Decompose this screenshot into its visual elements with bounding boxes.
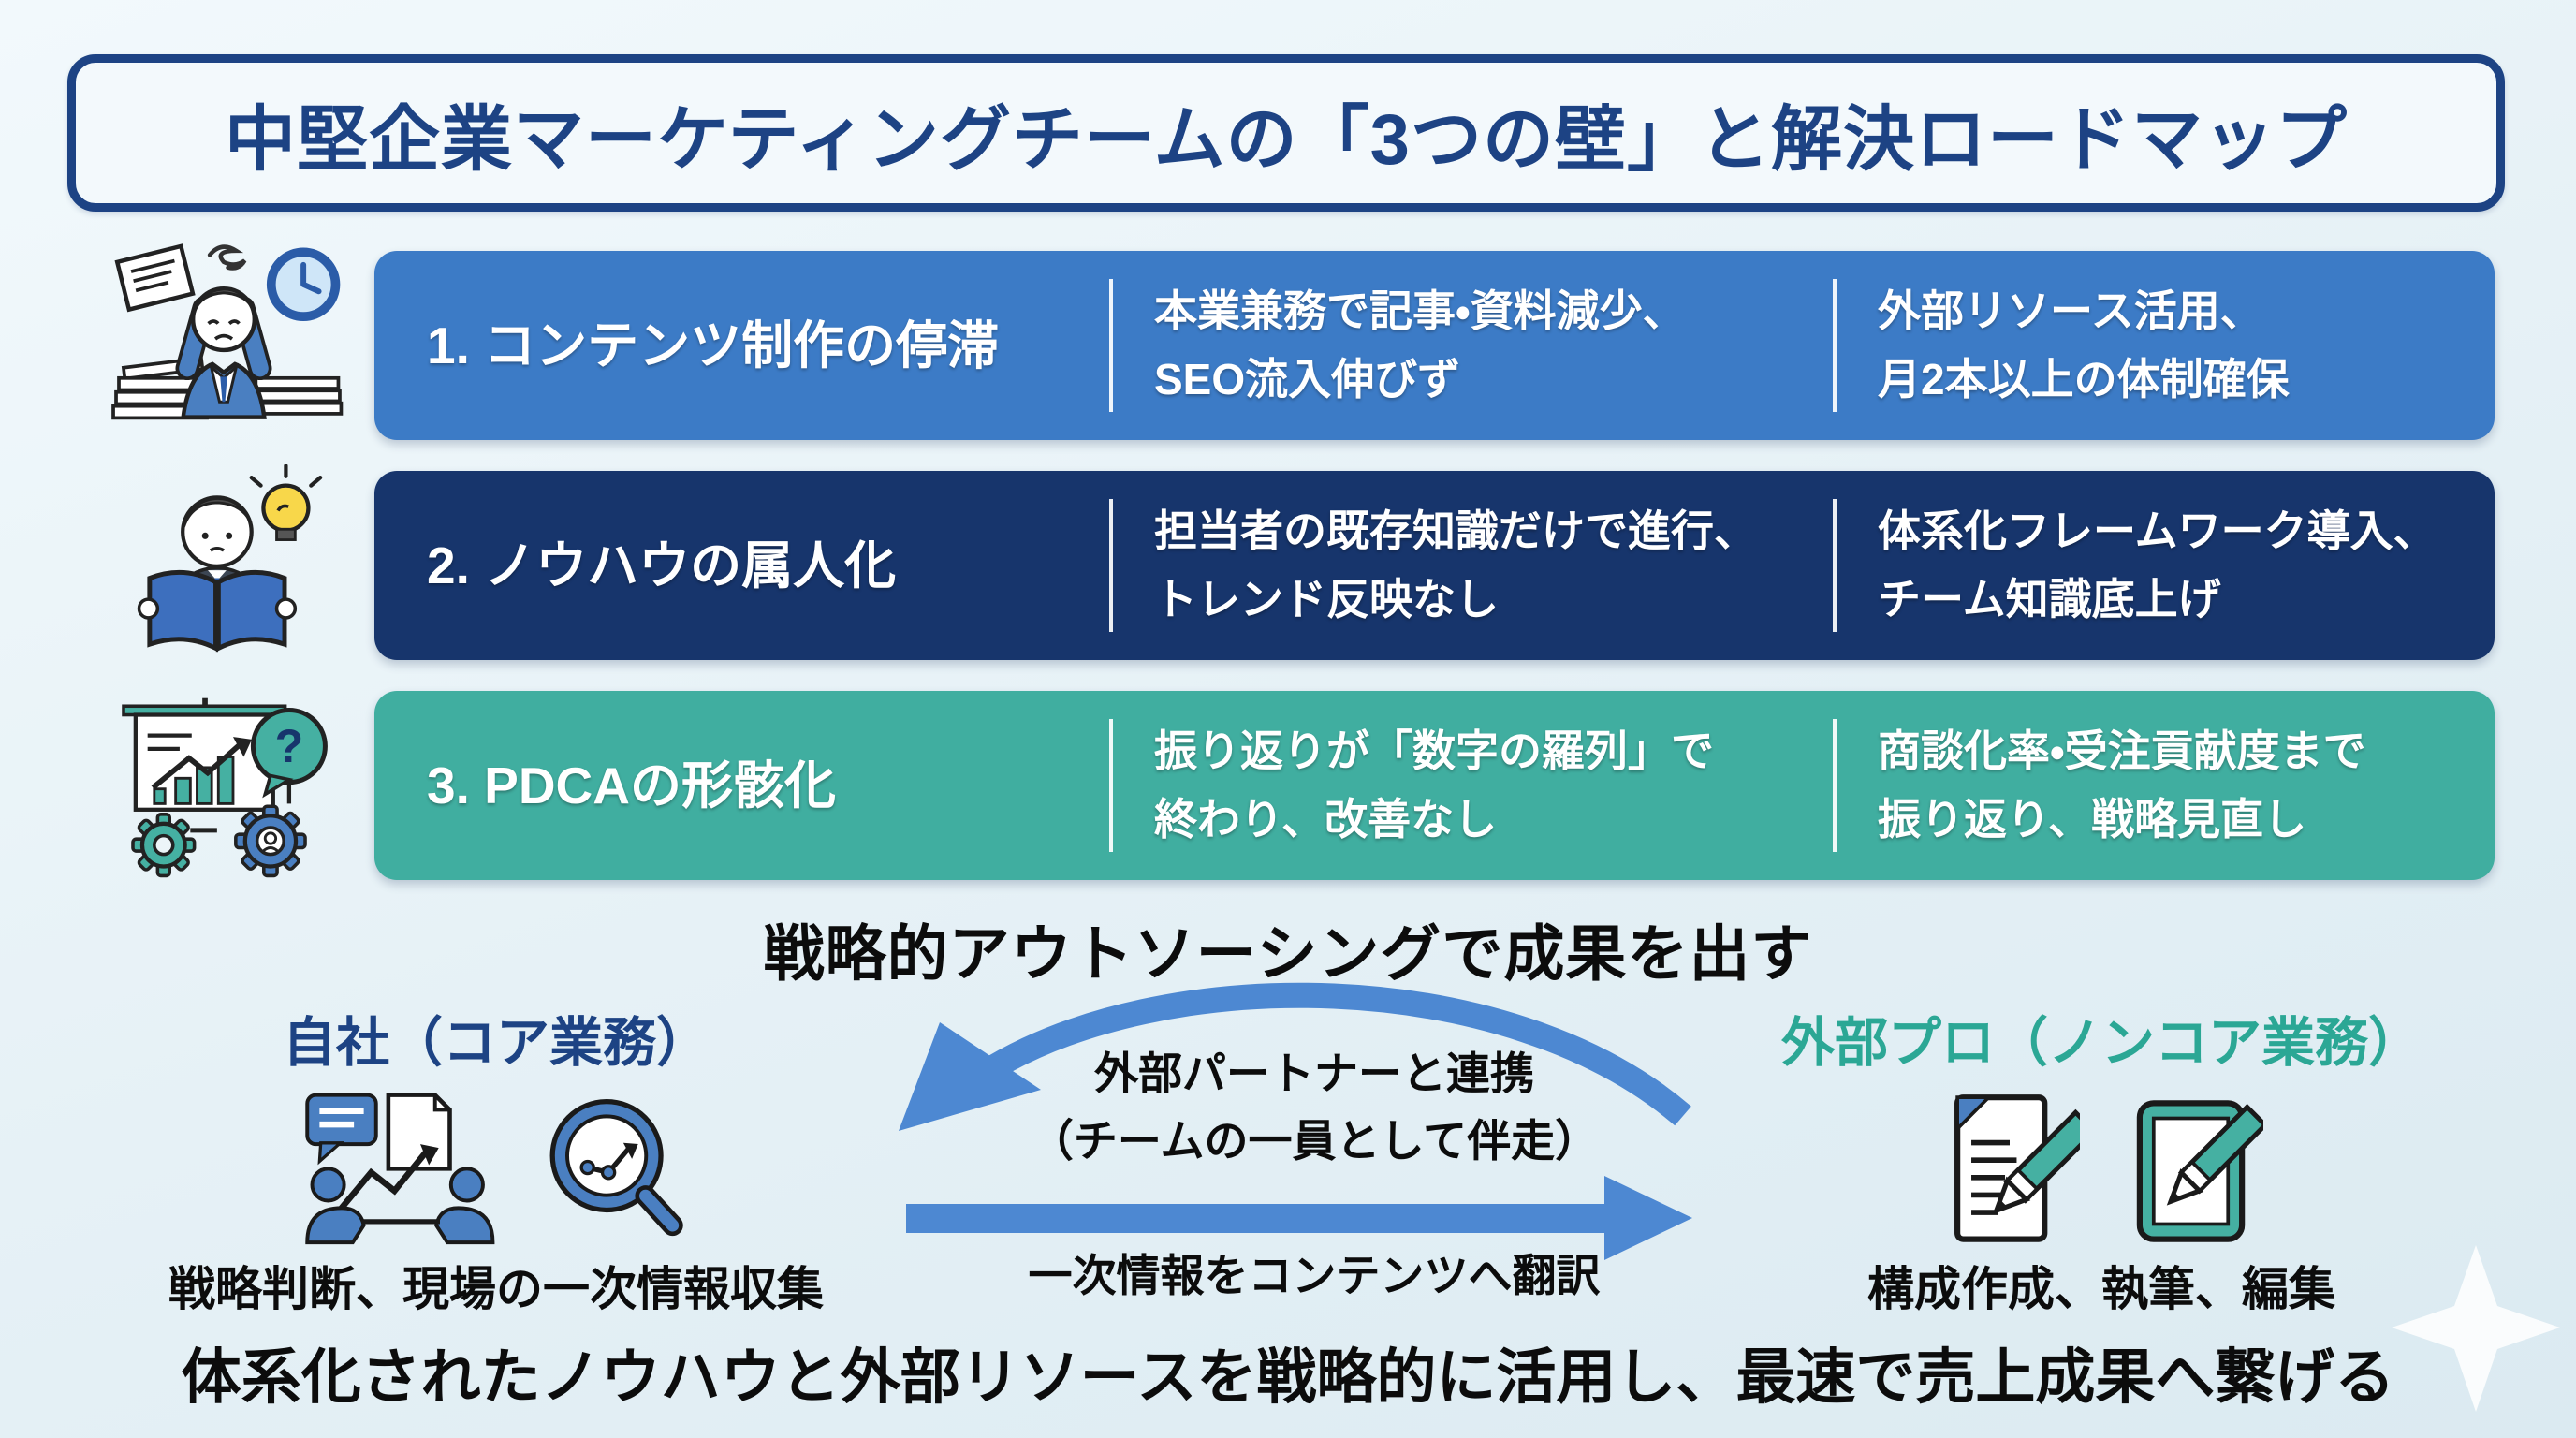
inhouse-group: 自社（コア業務）	[108, 1009, 885, 1318]
page-title: 中堅企業マーケティングチームの「3つの壁」と解決ロードマップ	[225, 100, 2348, 180]
wall-3-solution-cell: 商談化率・受注貢献度まで 振り返り、戦略見直し	[1833, 691, 2495, 880]
external-caption: 構成作成、執筆、編集	[1867, 1263, 2335, 1315]
meeting-icon	[305, 1093, 495, 1245]
overworked-person-icon	[75, 232, 373, 446]
wall-2-problem-line2: トレンド反映なし	[1154, 575, 1499, 624]
external-heading: 外部プロ（ノンコア業務）	[1781, 1013, 2422, 1073]
wall-3-label: 3. PDCAの形骸化	[427, 756, 836, 814]
curved-arrow-left-head	[899, 1022, 1041, 1131]
wall-3-problem-line1: 振り返りが「数字の羅列」で	[1154, 726, 1714, 776]
wall-1-label: 1. コンテンツ制作の停滞	[427, 315, 1000, 374]
wall-3-label-cell: 3. PDCAの形骸化	[374, 691, 1109, 880]
magnifier-chart-icon	[549, 1098, 683, 1237]
external-icons	[1939, 1082, 2263, 1260]
wall-2-solution-line2: チーム知識底上げ	[1878, 575, 2221, 624]
wall-1-solution-cell: 外部リソース活用、 月2本以上の体制確保	[1833, 251, 2495, 440]
tablet-pencil-icon	[2136, 1100, 2263, 1242]
forward-arrow-label: 一次情報をコンテンツへ翻訳	[1028, 1251, 1601, 1300]
wall-1-label-cell: 1. コンテンツ制作の停滞	[374, 251, 1109, 440]
wall-3-solution-line2: 振り返り、戦略見直し	[1878, 795, 2307, 844]
inhouse-caption: 戦略判断、現場の一次情報収集	[168, 1263, 824, 1315]
wall-1-problem-line2: SEO流入伸びず	[1154, 355, 1461, 404]
wall-3-problem-line2: 終わり、改善なし	[1154, 795, 1498, 844]
document-pencil-icon	[1954, 1094, 2080, 1242]
wall-1-problem-cell: 本業兼務で記事・資料減少、 SEO流入伸びず	[1109, 251, 1833, 440]
wall-1-solution-line1: 外部リソース活用、	[1878, 286, 2263, 336]
back-arrow-label-line1: 外部パートナーと連携	[1094, 1049, 1534, 1098]
inhouse-icons	[302, 1082, 690, 1260]
inhouse-heading: 自社（コア業務）	[283, 1013, 710, 1073]
back-arrow-label-line2: （チームの一員として伴走）	[1029, 1116, 1600, 1166]
wall-2-solution-cell: 体系化フレームワーク導入、 チーム知識底上げ	[1833, 471, 2495, 660]
book-reader-idea-icon	[75, 461, 373, 667]
straight-arrow-right-head	[1604, 1176, 1692, 1260]
title-banner: 中堅企業マーケティングチームの「3つの壁」と解決ロードマップ	[67, 54, 2505, 212]
chart-gears-question-icon: ?	[75, 680, 373, 888]
wall-2-label: 2. ノウハウの属人化	[427, 536, 897, 594]
external-group: 外部プロ（ノンコア業務）	[1713, 1009, 2490, 1318]
wall-2-solution-line1: 体系化フレームワーク導入、	[1878, 506, 2437, 556]
curved-arrow-left	[977, 982, 1691, 1126]
question-mark-glyph: ?	[275, 720, 304, 772]
bottom-message: 体系化されたノウハウと外部リソースを戦略的に活用し、最速で売上成果へ繋げる	[181, 1343, 2395, 1411]
wall-2-label-cell: 2. ノウハウの属人化	[374, 471, 1109, 660]
wall-row-2: 2. ノウハウの属人化 担当者の既存知識だけで進行、 トレンド反映なし 体系化フ…	[374, 471, 2495, 660]
wall-3-problem-cell: 振り返りが「数字の羅列」で 終わり、改善なし	[1109, 691, 1833, 880]
wall-row-3: 3. PDCAの形骸化 振り返りが「数字の羅列」で 終わり、改善なし 商談化率・…	[374, 691, 2495, 880]
wall-1-problem-line1: 本業兼務で記事・資料減少、	[1154, 286, 1686, 336]
wall-1-solution-line2: 月2本以上の体制確保	[1878, 355, 2290, 404]
mid-heading: 戦略的アウトソーシングで成果を出す	[763, 919, 1813, 988]
straight-arrow-right-bar	[906, 1204, 1606, 1233]
wall-row-1: 1. コンテンツ制作の停滞 本業兼務で記事・資料減少、 SEO流入伸びず 外部リ…	[374, 251, 2495, 440]
wall-2-problem-cell: 担当者の既存知識だけで進行、 トレンド反映なし	[1109, 471, 1833, 660]
wall-2-problem-line1: 担当者の既存知識だけで進行、	[1154, 506, 1757, 556]
wall-3-solution-line1: 商談化率・受注貢献度まで	[1878, 726, 2366, 776]
